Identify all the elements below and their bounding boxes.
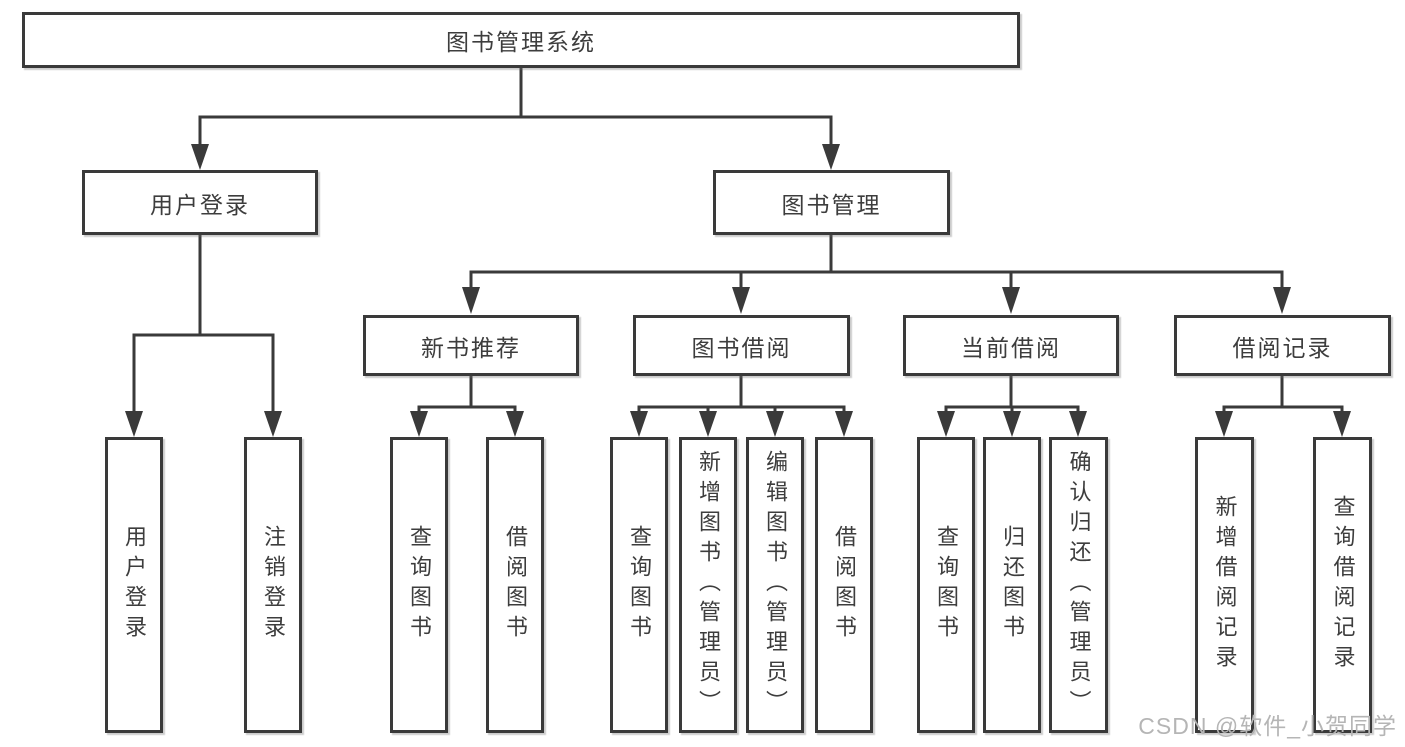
leaf-query-books-recommend: 查询图书 [390, 437, 448, 733]
connector-borrowing-records-split [1215, 374, 1351, 437]
connector-current-borrowing-split [937, 374, 1087, 437]
connector-book-management-split [462, 233, 1291, 314]
leaf-query-books-borrowing: 查询图书 [610, 437, 668, 733]
leaf-add-book-admin: 新增图书（管理员） [679, 437, 737, 733]
leaf-confirm-return-admin: 确认归还（管理员） [1049, 437, 1108, 733]
leaf-user-login: 用户登录 [105, 437, 163, 733]
connector-new-book-split [410, 374, 524, 437]
node-book-management: 图书管理 [713, 170, 950, 235]
node-library-system: 图书管理系统 [22, 12, 1020, 68]
node-current-borrowing: 当前借阅 [903, 315, 1119, 376]
leaf-edit-book-admin: 编辑图书（管理员） [746, 437, 804, 733]
leaf-borrow-books-recommend: 借阅图书 [486, 437, 544, 733]
leaf-borrow-books-borrowing: 借阅图书 [815, 437, 873, 733]
connector-root-to-level2 [191, 66, 840, 170]
leaf-query-borrow-record: 查询借阅记录 [1313, 437, 1372, 733]
connector-user-login-split [125, 233, 282, 437]
connector-book-borrowing-split [630, 374, 853, 437]
node-book-borrowing: 图书借阅 [633, 315, 850, 376]
node-new-book-recommend: 新书推荐 [363, 315, 579, 376]
node-borrowing-records: 借阅记录 [1174, 315, 1391, 376]
leaf-return-books: 归还图书 [983, 437, 1041, 733]
watermark-text: CSDN @软件_小贺同学 [1138, 713, 1397, 739]
node-user-login-group: 用户登录 [82, 170, 318, 235]
leaf-add-borrow-record: 新增借阅记录 [1195, 437, 1254, 733]
leaf-query-books-current: 查询图书 [917, 437, 975, 733]
leaf-logout: 注销登录 [244, 437, 302, 733]
